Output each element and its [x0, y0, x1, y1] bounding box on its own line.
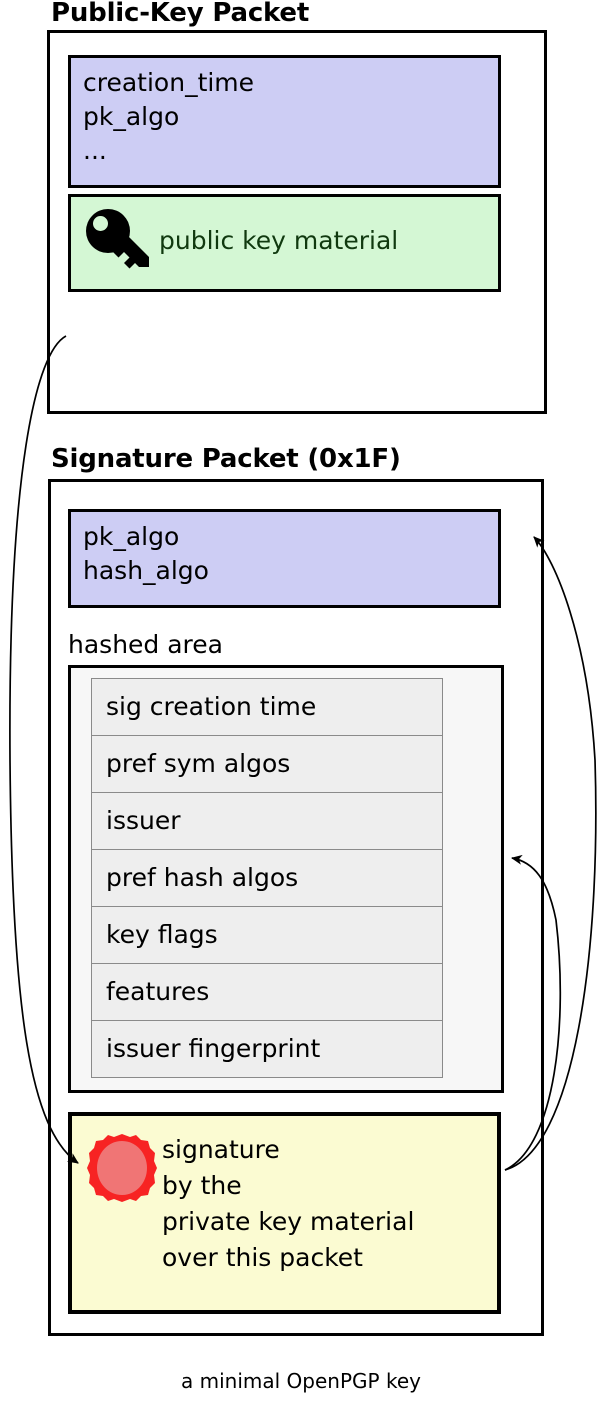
signature-box: signature by the private key material ov… [68, 1112, 501, 1314]
list-item: issuer fingerprint [92, 1021, 442, 1078]
public-key-material-label: public key material [159, 226, 399, 255]
pk-meta-line-0: creation_time [83, 68, 255, 97]
hashed-area-container: sig creation time pref sym algos issuer … [68, 665, 504, 1093]
signature-text: signature by the private key material ov… [162, 1132, 414, 1276]
signature-packet-title: Signature Packet (0x1F) [51, 444, 401, 474]
diagram-caption: a minimal OpenPGP key [181, 1369, 421, 1393]
public-key-meta-box: creation_time pk_algo ... [68, 55, 501, 188]
hashed-area-label: hashed area [68, 630, 223, 659]
signature-line-0: signature [162, 1135, 280, 1164]
signature-line-3: over this packet [162, 1243, 363, 1272]
list-item: pref sym algos [92, 736, 442, 793]
list-item: pref hash algos [92, 850, 442, 907]
public-key-material-box: public key material [68, 194, 501, 292]
list-item: key flags [92, 907, 442, 964]
signature-line-1: by the [162, 1171, 242, 1200]
pk-meta-line-1: pk_algo [83, 102, 180, 131]
key-icon [86, 209, 149, 269]
list-item: sig creation time [92, 679, 442, 736]
hashed-subpacket-list: sig creation time pref sym algos issuer … [91, 678, 443, 1078]
signature-line-2: private key material [162, 1207, 415, 1236]
pk-meta-line-2: ... [83, 136, 107, 165]
public-key-packet-title: Public-Key Packet [51, 0, 310, 28]
list-item: features [92, 964, 442, 1021]
signature-meta-box: pk_algo hash_algo [68, 509, 501, 608]
wax-seal-icon [87, 1134, 157, 1202]
sig-meta-line-0: pk_algo [83, 522, 180, 551]
list-item: issuer [92, 793, 442, 850]
sig-meta-line-1: hash_algo [83, 556, 209, 585]
